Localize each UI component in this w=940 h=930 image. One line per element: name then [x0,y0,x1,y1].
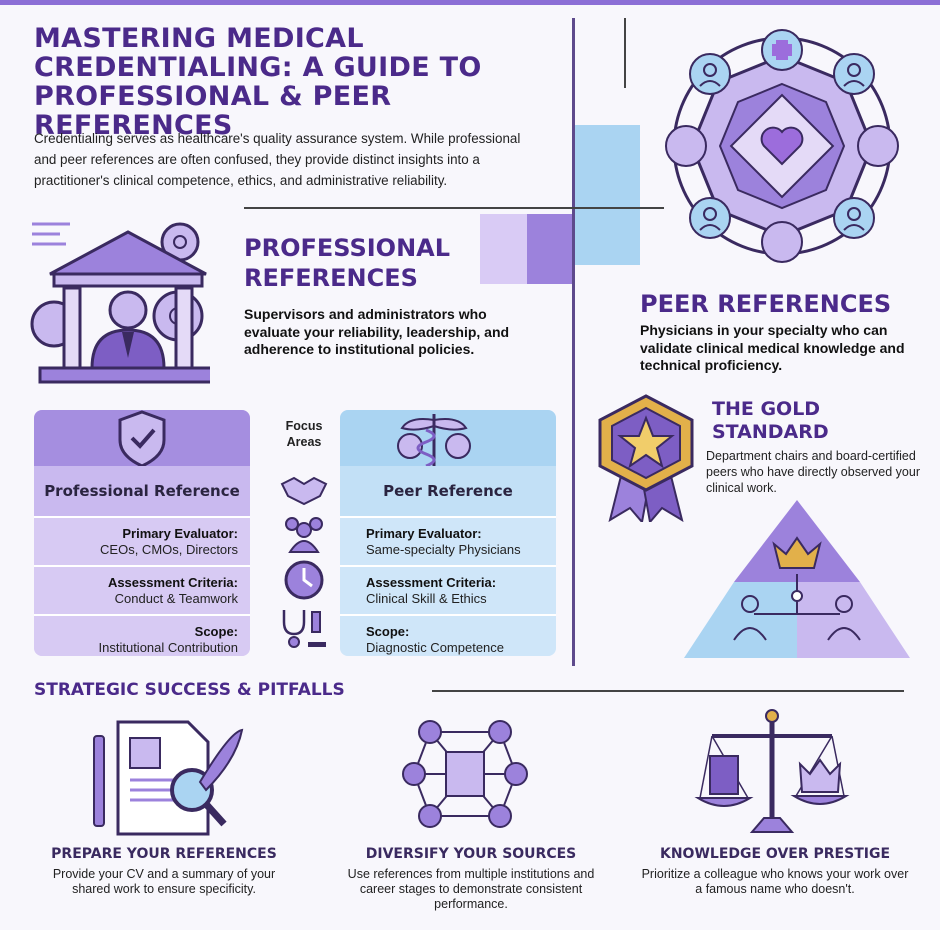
row-value: Conduct & Teamwork [114,590,238,606]
row-key: Primary Evaluator: [122,525,238,541]
professional-heading: PROFESSIONAL REFERENCES [244,234,451,292]
diversify-text: Use references from multiple institution… [347,867,595,911]
professional-reference-column: Professional Reference Primary Evaluator… [34,410,250,656]
strategic-heading: STRATEGIC SUCCESS & PITFALLS [34,680,345,700]
row-key: Scope: [194,623,238,639]
gold-standard-heading: THE GOLD STANDARD [712,398,829,443]
pyramid-icon [684,500,910,658]
table-row: Primary Evaluator: Same-specialty Physic… [340,518,556,567]
peer-column-header [340,410,556,466]
handshake-icon [280,476,328,506]
row-value: Diagnostic Competence [366,639,505,655]
medical-network-icon [665,29,899,263]
vertical-divider-top [624,18,626,88]
table-row: Scope: Diagnostic Competence [340,616,556,656]
table-row: Primary Evaluator: CEOs, CMOs, Directors [34,518,250,567]
shield-check-icon [118,410,166,466]
peer-heading: PEER REFERENCES [640,290,892,318]
professional-reference-name: Professional Reference [34,466,250,518]
peer-text: Physicians in your specialty who can val… [640,322,905,373]
table-row: Scope: Institutional Contribution [34,616,250,656]
row-key: Assessment Criteria: [107,574,238,590]
clock-icon [284,560,324,600]
page-title: MASTERING MEDICAL CREDENTIALING: A GUIDE… [34,23,482,141]
prepare-text: Provide your CV and a summary of your sh… [52,867,276,896]
professional-column-header [34,410,250,466]
top-accent-bar [0,0,940,5]
vertical-divider [572,18,575,666]
row-key: Scope: [366,623,410,639]
intro-text: Credentialing serves as healthcare's qua… [34,131,521,188]
document-pen-icon [93,720,244,836]
decor-blue-block [575,125,640,265]
microscope-icon [308,611,326,647]
row-value: Clinical Skill & Ethics [366,590,487,606]
scale-icon [694,709,850,833]
stethoscope-icon [282,610,326,648]
strategic-divider [432,690,904,692]
peer-reference-column: Peer Reference Primary Evaluator: Same-s… [340,410,556,656]
row-key: Assessment Criteria: [366,574,497,590]
group-icon [285,517,323,553]
table-row: Assessment Criteria: Clinical Skill & Et… [340,567,556,616]
row-value: CEOs, CMOs, Directors [100,541,238,557]
row-value: Same-specialty Physicians [366,541,521,557]
crown-icon [772,536,822,569]
knowledge-heading: KNOWLEDGE OVER PRESTIGE [659,846,891,862]
focus-areas-label: Focus Areas [285,419,323,449]
row-key: Primary Evaluator: [366,525,482,541]
table-row: Assessment Criteria: Conduct & Teamwork [34,567,250,616]
network-icon [402,720,528,828]
peer-reference-name: Peer Reference [340,466,556,518]
caduceus-icon [397,414,471,466]
diversify-heading: DIVERSIFY YOUR SOURCES [365,846,577,862]
horizontal-divider [244,207,664,209]
gold-standard-text: Department chairs and board-certified pe… [706,449,921,495]
row-value: Institutional Contribution [98,639,238,655]
knowledge-text: Prioritize a colleague who knows your wo… [641,867,909,896]
prepare-heading: PREPARE YOUR REFERENCES [51,846,277,862]
professional-text: Supervisors and administrators who evalu… [244,306,510,357]
award-badge-icon [598,394,694,522]
institution-icon [30,222,210,384]
decor-purple-block [527,214,572,284]
